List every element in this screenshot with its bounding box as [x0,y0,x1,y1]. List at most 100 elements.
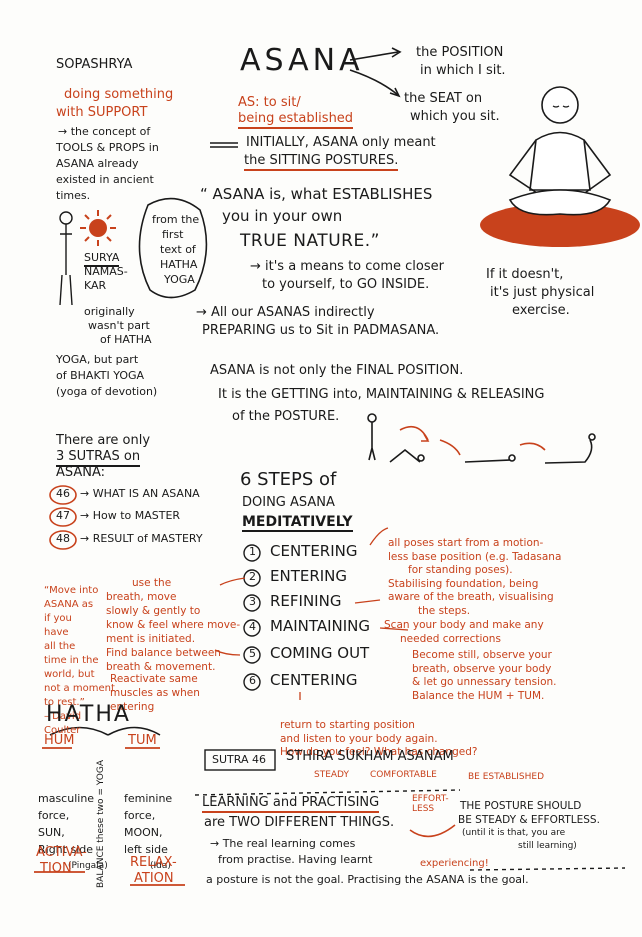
activation-1: ACTIVA- [36,845,87,860]
bubble-text3: text of [160,243,196,256]
as-meaning-1: AS: to sit/ [238,95,301,110]
comfortable-gloss: COMFORTABLE [370,770,437,780]
quote-bubble [138,197,208,299]
surya-2: NAMAS- [84,265,128,278]
activation-2: TION [40,861,72,876]
step-coming-out: COMING OUT [270,644,370,662]
sutra46-text: STHIRA SUKHAM ASANAM [286,749,454,764]
sopa-l2: with SUPPORT [56,105,148,120]
as-meaning-2: being established [238,111,354,129]
step-refining: REFINING [270,592,342,610]
step-num: 4 [249,620,256,633]
step-num: 3 [249,595,256,608]
sutra46-label: SUTRA 46 [212,753,266,766]
tum-label: TUM [128,733,157,748]
sopa-l1: doing something [64,87,174,102]
sopa-l4: TOOLS & PROPS in [56,141,159,154]
sopa-l6: existed in ancient [56,173,154,186]
step-centering-2: CENTERING [270,671,358,689]
sopa-l5: ASANA already [56,157,139,170]
step-num: 1 [249,545,256,558]
step-num: 5 [249,647,256,660]
intro-line2: the SITTING POSTURES. [244,153,399,171]
step-centering: CENTERING [270,542,358,560]
final-line3: of the POSTURE. [232,409,340,424]
real-learning-2: from practise. Having learnt [218,853,373,866]
relaxation-1: RELAX- [130,855,177,870]
position-line2: in which I sit. [420,63,506,78]
asana-title: ASANA [240,43,364,78]
quote-line1: “ ASANA is, what ESTABLISHES [200,185,433,203]
learning-line1: LEARNING and PRACTISING [202,795,380,813]
sutras-l2: 3 SUTRAS on [56,449,141,467]
real-learning-3: a posture is not the goal. Practising th… [206,873,529,886]
sutra-num-46: 46 [56,487,70,500]
balance-yoga-vertical: BALANCE these two = YOGA [96,759,106,888]
posture-sequence-icon [367,413,596,464]
seat-line2: which you sit. [410,109,500,124]
relaxation-2: ATION [134,871,174,886]
quote-line4: → it's a means to come closer [250,259,444,274]
posture-l3: (until it is that, you are [462,828,566,838]
surya-3: KAR [84,279,107,292]
learning-line2: are TWO DIFFERENT THINGS. [204,815,395,830]
meditating-person-icon [480,86,640,247]
sun-icon [80,210,116,246]
sutras-l3: ASANA: [56,465,106,480]
step-num: 2 [249,570,256,583]
sutra-text-48: → RESULT of MASTERY [80,532,203,545]
bubble-text1: from the [152,213,200,226]
sutra-text-47: → How to MASTER [80,509,181,522]
steady-gloss: STEADY [314,770,349,780]
quote-line2: you in your own [222,207,343,225]
final-line1: ASANA is not only the FINAL POSITION. [210,363,464,378]
step-entering: ENTERING [270,567,348,585]
step-maintaining: MAINTAINING [270,617,371,635]
yoga-3: (yoga of devotion) [56,385,158,398]
bubble-text2: first [162,228,184,241]
posture-l1: THE POSTURE SHOULD [460,800,582,812]
steps-title1: 6 STEPS of [240,469,337,490]
sutra-text-46: → WHAT IS AN ASANA [80,487,200,500]
effortless-gloss: EFFORT- LESS [412,794,449,815]
final-line2: It is the GETTING into, MAINTAINING & RE… [218,387,545,402]
sutra-num-48: 48 [56,532,70,545]
intro-line1: INITIALLY, ASANA only meant [246,135,436,150]
seat-line1: the SEAT on [404,91,483,106]
position-line1: the POSITION [416,45,504,60]
bubble-text5: YOGA [164,273,195,286]
orig-3: of HATHA [100,333,152,346]
bubble-text4: HATHA [160,258,198,271]
sutra-num-47: 47 [56,509,70,522]
steps-title2: DOING ASANA [242,495,335,510]
sutras-l1: There are only [56,433,151,448]
sopa-l3: → the concept of [58,125,151,138]
hatha-title: HATHA [46,702,131,727]
steps-title3: MEDITATIVELY [242,514,353,533]
exercise-note3: exercise. [512,303,570,318]
step-num: 6 [249,674,256,687]
orig-1: originally [84,305,135,318]
hum-label: HUM [44,733,75,748]
experiencing-note: experiencing! [420,858,489,869]
padmasana-line2: PREPARING us to Sit in PADMASANA. [202,323,440,338]
standing-figure-icon [59,211,73,306]
real-learning-1: → The real learning comes [210,837,356,850]
posture-l4: still learning) [518,841,577,851]
posture-l2: BE STEADY & EFFORTLESS. [458,814,600,826]
exercise-note2: it's just physical [490,285,595,300]
established-gloss: BE ESTABLISHED [468,772,545,782]
sopa-l7: times. [56,189,91,202]
exercise-note1: If it doesn't, [486,267,564,282]
surya-1: SURYA [84,251,120,267]
orig-2: wasn't part [88,319,150,332]
